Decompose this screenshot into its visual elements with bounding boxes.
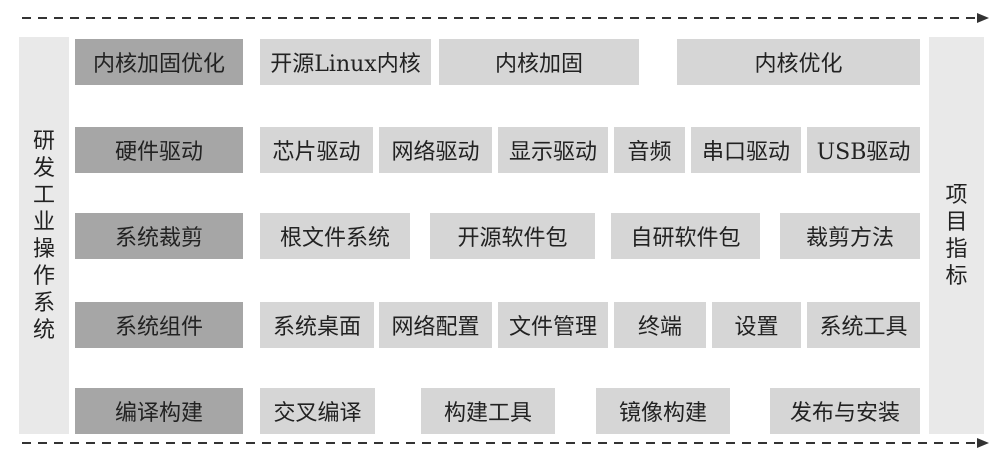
row-item: 自研软件包	[611, 213, 760, 259]
row-item: 根文件系统	[260, 213, 410, 259]
row-drivers: 硬件驱动 芯片驱动 网络驱动 显示驱动 音频 串口驱动 USB驱动	[75, 127, 920, 173]
row-category: 硬件驱动	[75, 127, 243, 173]
top-dashed-arrow	[22, 11, 990, 25]
row-item: 网络配置	[379, 302, 492, 348]
right-label-panel: 项目指标	[929, 37, 984, 434]
row-item: 文件管理	[498, 302, 608, 348]
row-item: 系统工具	[807, 302, 920, 348]
row-item: 显示驱动	[498, 127, 608, 173]
row-kernel: 内核加固优化 开源Linux内核 内核加固 内核优化	[75, 39, 920, 85]
left-label-char: 研	[32, 128, 55, 154]
left-label-panel: 研发工业操作系统	[19, 37, 69, 434]
right-label-char: 指	[945, 236, 968, 262]
right-label-char: 标	[945, 263, 968, 289]
row-item: 开源软件包	[430, 213, 595, 259]
row-category: 编译构建	[75, 388, 243, 434]
row-components: 系统组件 系统桌面 网络配置 文件管理 终端 设置 系统工具	[75, 302, 920, 348]
row-item: 终端	[614, 302, 706, 348]
left-label-char: 作	[32, 263, 55, 289]
row-category: 系统裁剪	[75, 213, 243, 259]
left-label-char: 统	[32, 317, 55, 343]
bottom-dashed-arrow	[22, 436, 990, 450]
row-item: 裁剪方法	[780, 213, 920, 259]
left-label-char: 系	[32, 290, 55, 316]
left-label-char: 工	[32, 182, 55, 208]
row-item: 镜像构建	[596, 388, 730, 434]
row-item: 发布与安装	[770, 388, 920, 434]
row-item: 网络驱动	[379, 127, 492, 173]
row-item: USB驱动	[807, 127, 920, 173]
left-label-char: 发	[32, 155, 55, 181]
row-item: 芯片驱动	[260, 127, 373, 173]
row-item: 音频	[614, 127, 685, 173]
row-item: 串口驱动	[691, 127, 801, 173]
row-category: 系统组件	[75, 302, 243, 348]
row-item: 开源Linux内核	[260, 39, 431, 85]
row-item: 设置	[712, 302, 801, 348]
row-item: 内核优化	[677, 39, 920, 85]
row-trim: 系统裁剪 根文件系统 开源软件包 自研软件包 裁剪方法	[75, 213, 920, 259]
row-item: 系统桌面	[260, 302, 374, 348]
left-label-char: 操	[32, 236, 55, 262]
row-item: 内核加固	[439, 39, 639, 85]
right-label-char: 目	[945, 209, 968, 235]
right-label-char: 项	[945, 182, 968, 208]
row-build: 编译构建 交叉编译 构建工具 镜像构建 发布与安装	[75, 388, 920, 434]
left-label-char: 业	[32, 209, 55, 235]
row-item: 交叉编译	[260, 388, 375, 434]
row-category: 内核加固优化	[75, 39, 243, 85]
row-item: 构建工具	[421, 388, 555, 434]
